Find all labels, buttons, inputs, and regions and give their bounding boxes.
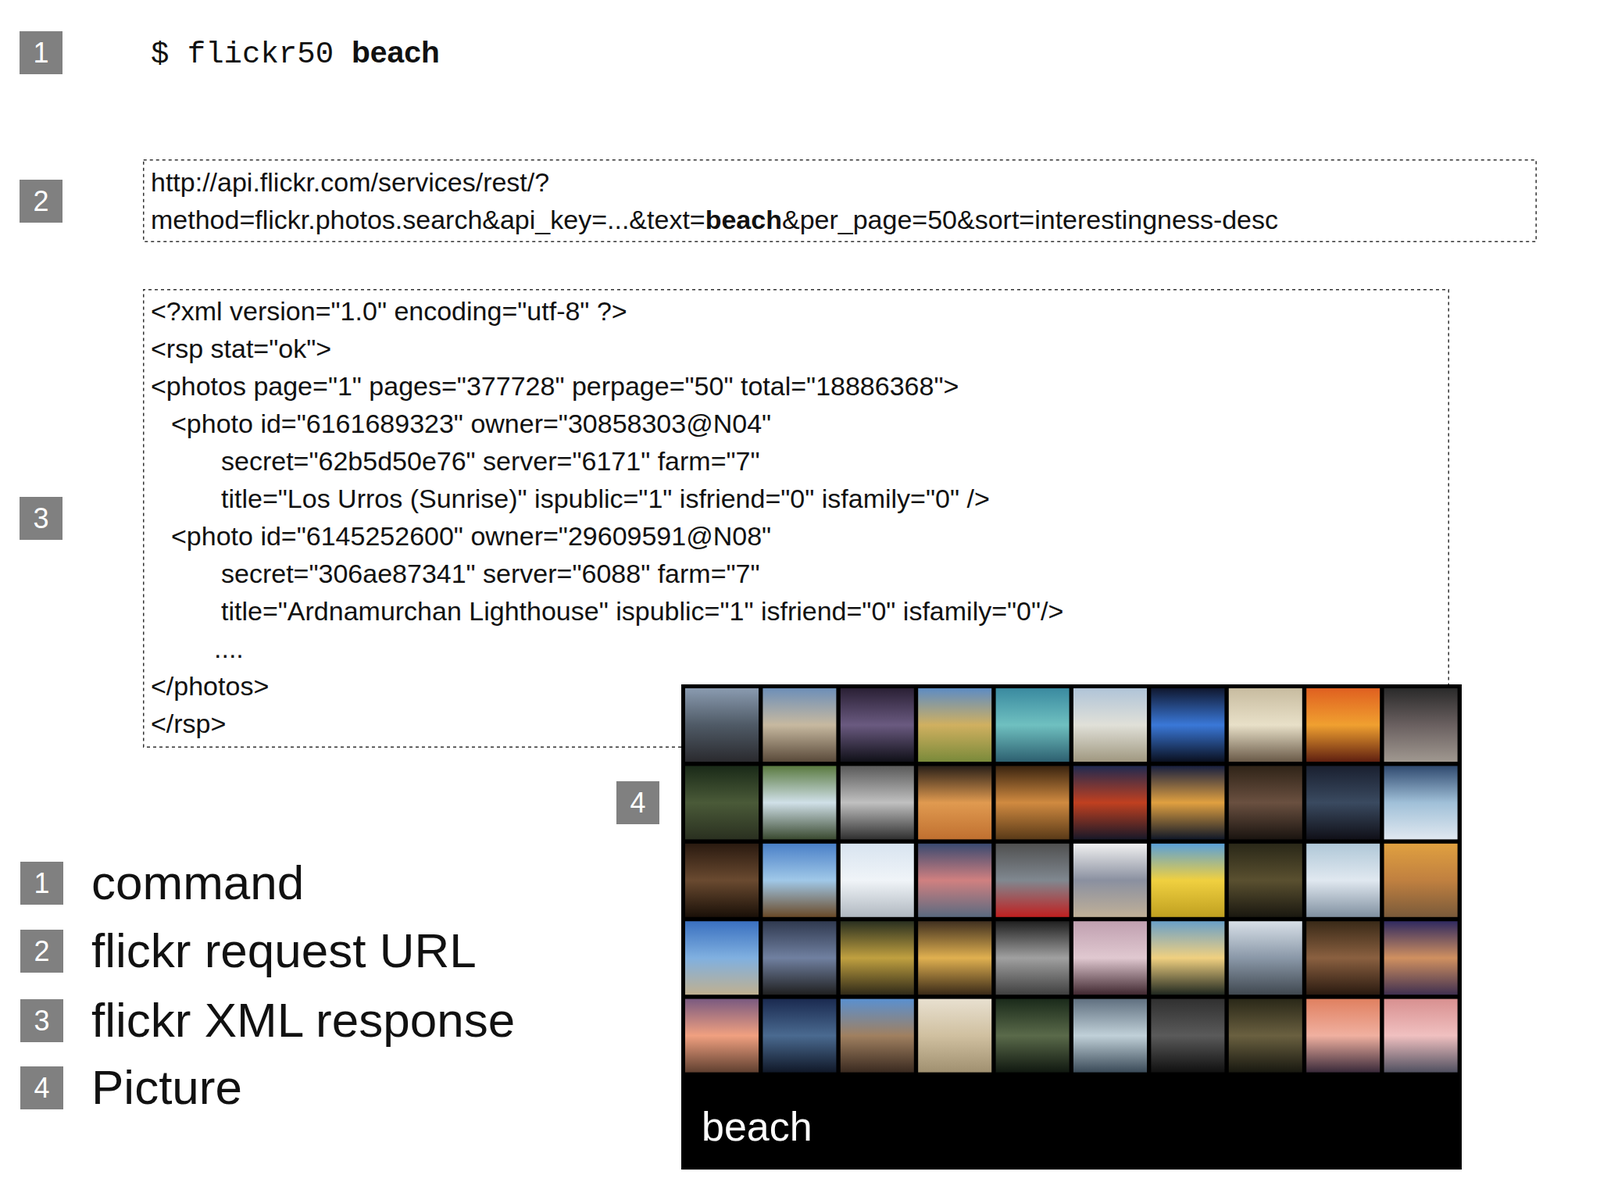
search-term: beach	[705, 204, 783, 235]
xml-line: <photo id="6161689323" owner="30858303@N…	[171, 404, 772, 443]
xml-line: <photos page="1" pages="377728" perpage=…	[150, 367, 959, 405]
picture-panel	[681, 684, 1462, 1170]
thumbnail	[685, 999, 759, 1073]
legend-entry: Picture	[91, 1059, 243, 1116]
thumbnail	[917, 999, 992, 1073]
xml-line: title="Ardnamurchan Lighthouse" ispublic…	[221, 592, 1064, 630]
thumbnail	[1073, 999, 1147, 1073]
box-content: http://api.flickr.com/services/rest/? me…	[150, 163, 1529, 239]
thumbnail	[1228, 843, 1303, 918]
picture-caption: beach	[701, 1101, 813, 1152]
callout-number: 2	[19, 179, 63, 223]
legend-number: 3	[20, 999, 64, 1043]
legend-text: command	[91, 854, 304, 911]
thumbnail-grid	[685, 688, 1458, 1073]
callout-number: 3	[19, 496, 63, 540]
thumbnail	[917, 688, 992, 762]
legend-number: 1	[20, 861, 64, 905]
legend-number: 2	[20, 929, 64, 973]
thumbnail	[917, 843, 992, 918]
thumbnail	[762, 921, 836, 995]
legend-text: flickr XML response	[91, 992, 515, 1049]
thumbnail	[840, 843, 915, 918]
thumbnail	[1306, 688, 1380, 762]
command-argument: beach	[351, 31, 440, 74]
xml-line: secret="62b5d50e76" server="6171" farm="…	[221, 442, 761, 480]
thumbnail	[1384, 921, 1458, 995]
box-content: <?xml version="1.0" encoding="utf-8" ?><…	[150, 292, 1442, 743]
thumbnail	[1384, 999, 1458, 1073]
xml-line: <photo id="6145252600" owner="29609591@N…	[171, 517, 772, 555]
thumbnail	[1384, 765, 1458, 840]
thumbnail	[917, 921, 992, 995]
thumbnail	[1150, 688, 1225, 762]
thumbnail	[1073, 688, 1147, 762]
url-text: http://api.flickr.com/services/rest/? me…	[150, 167, 706, 235]
legend-entry: flickr XML response	[91, 992, 515, 1049]
callout-number: 1	[19, 31, 63, 75]
url-text: &per_page=50&sort=interestingness-desc	[782, 204, 1279, 235]
command-text: $ flickr50	[150, 33, 334, 76]
thumbnail	[996, 999, 1070, 1073]
thumbnail	[685, 688, 759, 762]
legend-entry: flickr request URL	[91, 922, 477, 979]
xml-line: ....	[214, 629, 244, 668]
xml-line: </rsp>	[150, 704, 226, 743]
thumbnail	[840, 688, 915, 762]
thumbnail	[1150, 999, 1225, 1073]
thumbnail	[996, 921, 1070, 995]
thumbnail	[1150, 921, 1225, 995]
thumbnail	[1384, 843, 1458, 918]
thumbnail	[685, 765, 759, 840]
legend-entry: command	[91, 854, 304, 911]
xml-line: secret="306ae87341" server="6088" farm="…	[221, 554, 761, 593]
thumbnail	[1306, 999, 1380, 1073]
thumbnail	[1306, 921, 1380, 995]
legend-number: 4	[20, 1066, 64, 1110]
thumbnail	[840, 999, 915, 1073]
thumbnail	[917, 765, 992, 840]
dashed-border	[143, 160, 1537, 243]
thumbnail	[1228, 765, 1303, 840]
thumbnail	[1073, 921, 1147, 995]
thumbnail	[840, 921, 915, 995]
thumbnail	[1150, 843, 1225, 918]
thumbnail	[1306, 765, 1380, 840]
command-line: $ flickr50 beach	[150, 31, 440, 76]
box-outline	[142, 289, 1450, 748]
thumbnail	[996, 765, 1070, 840]
thumbnail	[1228, 921, 1303, 995]
thumbnail	[685, 843, 759, 918]
legend-text: flickr request URL	[91, 922, 477, 979]
thumbnail	[1228, 688, 1303, 762]
xml-line: <rsp stat="ok">	[150, 329, 332, 368]
thumbnail	[1384, 688, 1458, 762]
thumbnail	[1228, 999, 1303, 1073]
thumbnail	[996, 843, 1070, 918]
xml-line: <?xml version="1.0" encoding="utf-8" ?>	[150, 292, 628, 330]
thumbnail	[1073, 843, 1147, 918]
thumbnail	[840, 765, 915, 840]
thumbnail	[1150, 765, 1225, 840]
thumbnail	[762, 688, 836, 762]
thumbnail	[685, 921, 759, 995]
callout-number: 4	[616, 781, 660, 825]
xml-line: title="Los Urros (Sunrise)" ispublic="1"…	[221, 479, 990, 518]
request-url-box: http://api.flickr.com/services/rest/? me…	[142, 159, 1537, 243]
thumbnail	[762, 765, 836, 840]
legend-text: Picture	[91, 1059, 243, 1116]
xml-line: </photos>	[150, 667, 269, 705]
thumbnail	[996, 688, 1070, 762]
thumbnail	[762, 843, 836, 918]
thumbnail	[1306, 843, 1380, 918]
xml-response-box: <?xml version="1.0" encoding="utf-8" ?><…	[142, 289, 1450, 748]
thumbnail	[762, 999, 836, 1073]
thumbnail	[1073, 765, 1147, 840]
dashed-border	[143, 289, 1450, 748]
